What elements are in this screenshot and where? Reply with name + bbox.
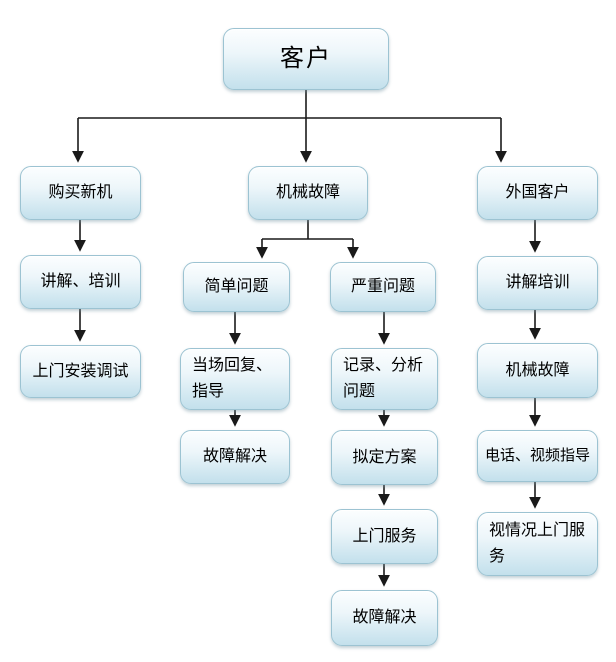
node-mechanical-fault: 机械故障 [248,166,368,220]
node-explain-training-right: 讲解培训 [477,256,598,310]
node-record-analyze-problem: 记录、分析问题 [331,348,438,410]
node-buy-new-machine: 购买新机 [20,166,141,220]
node-simple-problem: 简单问题 [183,262,290,312]
node-fault-solved-simple: 故障解决 [180,430,290,484]
node-customer: 客户 [223,28,389,90]
node-mechanical-fault-right: 机械故障 [477,343,598,398]
node-foreign-customer: 外国客户 [477,166,598,220]
node-onsite-service: 上门服务 [331,509,438,564]
node-serious-problem: 严重问题 [330,262,436,312]
node-onsite-install-debug: 上门安装调试 [20,345,141,398]
node-fault-solved-serious: 故障解决 [331,590,438,646]
node-explain-training-left: 讲解、培训 [20,255,141,309]
node-phone-video-guide: 电话、视频指导 [477,430,598,482]
node-draft-plan: 拟定方案 [331,430,438,485]
node-onsite-service-depends: 视情况上门服务 [477,512,598,576]
node-onsite-reply-guide: 当场回复、指导 [180,348,290,410]
